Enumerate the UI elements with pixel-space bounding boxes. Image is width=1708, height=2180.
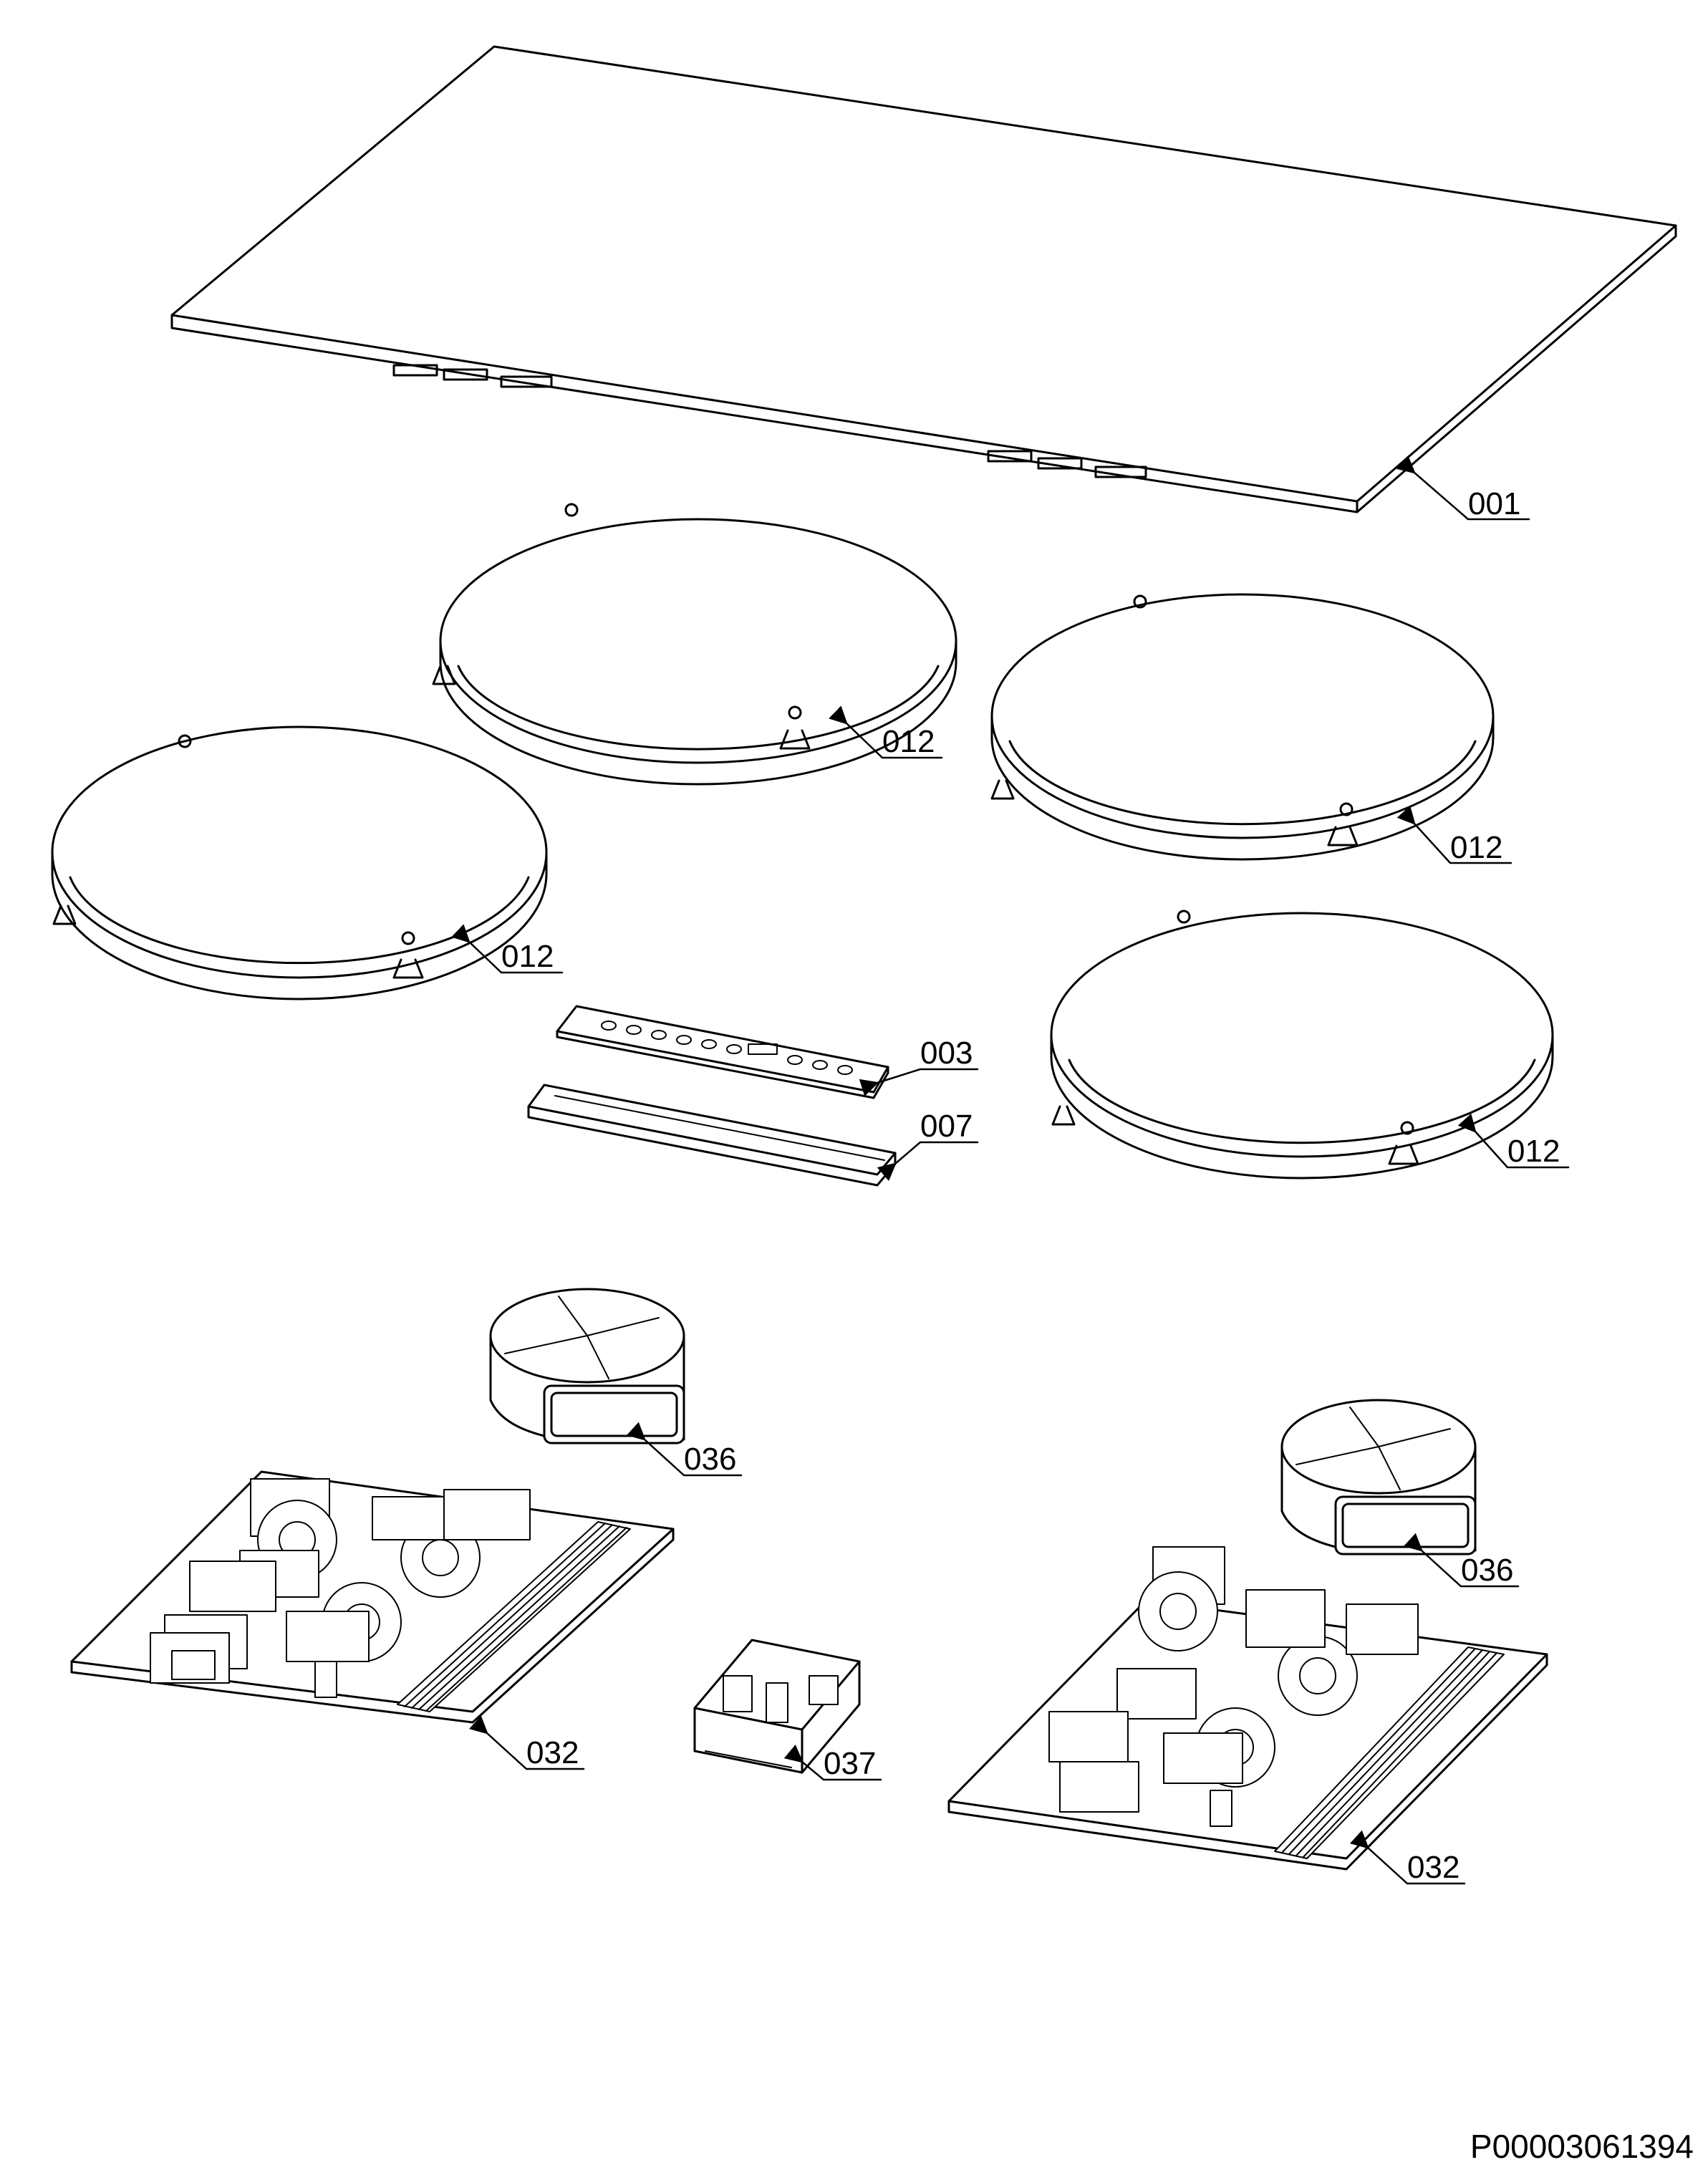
leader-lines <box>451 455 1570 1885</box>
label-036-right: 036 <box>1461 1553 1513 1588</box>
label-032-left: 032 <box>526 1735 579 1770</box>
label-012-right-top: 012 <box>1450 830 1502 865</box>
document-id: P00003061394 <box>1470 2128 1694 2165</box>
induction-coil-right-top <box>990 593 1495 861</box>
label-003: 003 <box>920 1036 973 1071</box>
cooling-fan-left <box>489 1288 685 1445</box>
label-012-right-bottom: 012 <box>1507 1134 1560 1169</box>
label-032-right: 032 <box>1407 1850 1459 1885</box>
label-012-top: 012 <box>882 724 935 759</box>
power-board-left <box>70 1470 675 1724</box>
label-007: 007 <box>920 1109 973 1144</box>
part-labels: 001 012 012 012 012 003 007 036 036 032 … <box>501 486 1560 1885</box>
filter-module <box>693 1639 861 1774</box>
induction-coil-top <box>432 503 957 786</box>
glass-ceramic-top <box>170 45 1677 513</box>
label-036-left: 036 <box>684 1442 736 1477</box>
cooling-fan-right <box>1280 1399 1477 1556</box>
label-001: 001 <box>1468 486 1520 521</box>
induction-coil-left <box>51 725 548 1000</box>
power-board-right <box>947 1546 1548 1871</box>
label-012-left: 012 <box>501 939 554 974</box>
control-frame <box>527 1084 897 1187</box>
label-037: 037 <box>824 1746 876 1781</box>
induction-coil-right-bottom <box>1050 910 1554 1180</box>
control-board <box>556 1005 889 1099</box>
